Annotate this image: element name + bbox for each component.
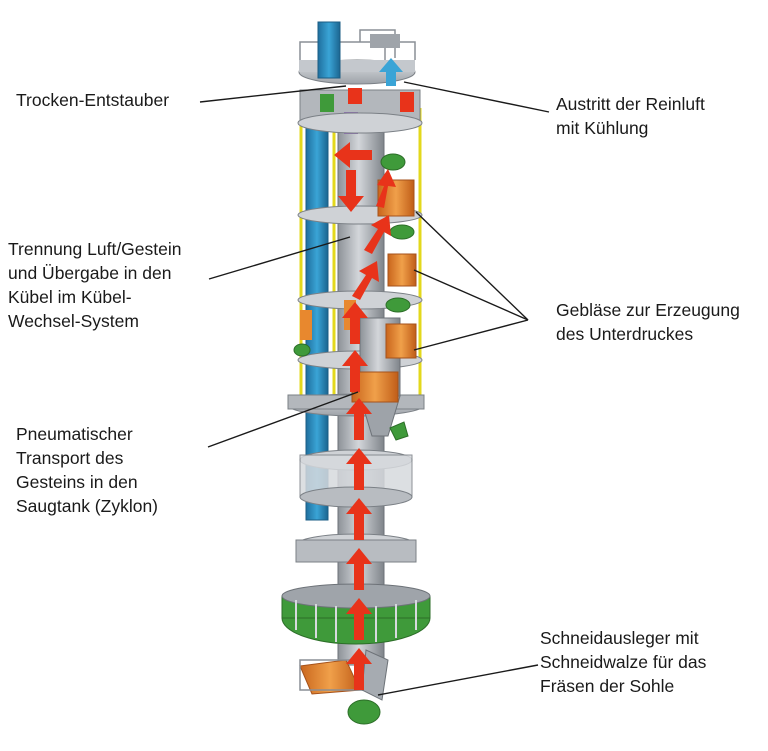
cutter-ring — [281, 583, 431, 645]
leader-lines — [199, 81, 550, 696]
leader-blower-3 — [413, 319, 529, 351]
label-cutter-boom: Schneidausleger mit Schneidwalze für das… — [540, 628, 707, 696]
flow-arrow — [346, 498, 372, 540]
top-deck — [298, 21, 416, 85]
machine-body — [281, 21, 431, 725]
flow-arrow — [376, 169, 396, 208]
clean-air-arrow — [379, 58, 403, 86]
leader-sep — [208, 236, 351, 280]
cutter-boom — [299, 649, 389, 725]
leader-blower-1 — [415, 211, 529, 321]
flow-arrow — [346, 398, 372, 440]
leader-dust — [199, 85, 347, 103]
leader-clean — [403, 81, 550, 113]
flow-arrow — [338, 170, 364, 212]
flow-arrow — [342, 302, 368, 344]
flow-arrow — [346, 598, 372, 640]
flow-arrow — [334, 142, 372, 168]
flow-arrow — [352, 261, 379, 300]
leader-blower-2 — [413, 269, 529, 321]
label-separation: Trennung Luft/Gestein und Übergabe in de… — [8, 239, 182, 331]
flow-arrow — [346, 548, 372, 590]
drive-motors — [293, 153, 415, 441]
flow-arrow — [364, 215, 391, 254]
label-clean-air-outlet: Austritt der Reinluft mit Kühlung — [556, 94, 705, 138]
leader-cutter — [377, 664, 539, 696]
flow-arrow — [346, 448, 372, 490]
flow-arrow — [342, 350, 368, 392]
blower-units — [300, 179, 417, 359]
flow-arrows — [334, 142, 396, 690]
label-dust-collector: Trocken-Entstauber — [16, 90, 170, 110]
flow-arrow — [346, 648, 372, 690]
leader-pneu — [207, 391, 359, 448]
label-blowers: Gebläse zur Erzeugung des Unterdruckes — [556, 300, 740, 344]
label-pneumatic-transport: Pneumatischer Transport des Gesteins in … — [16, 424, 159, 516]
